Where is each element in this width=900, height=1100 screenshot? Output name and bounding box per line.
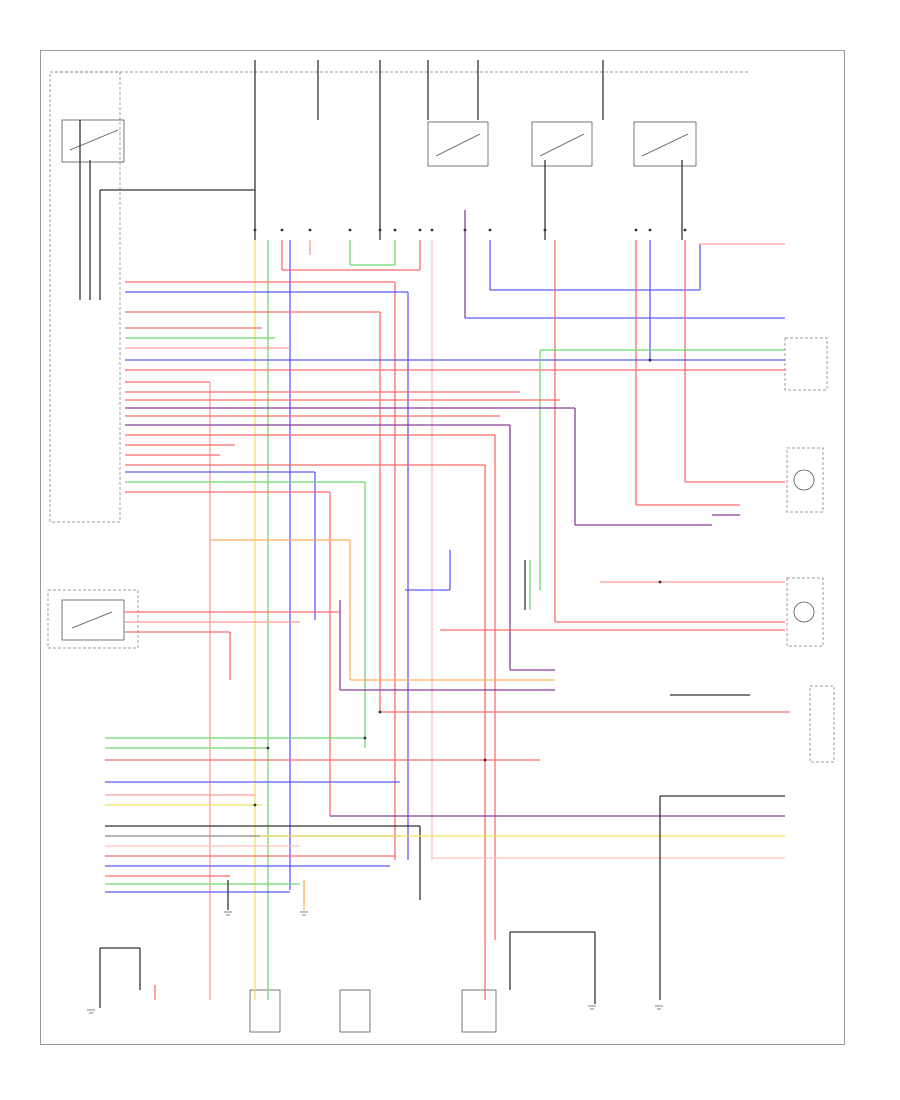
- headlight-symbols: [793, 469, 815, 623]
- parking-brake-switch: [249, 989, 281, 1033]
- right-headlight-box: [786, 447, 824, 513]
- ground-icon: [224, 911, 232, 916]
- relay-symbols: [61, 119, 697, 1033]
- connector-pins: [253, 228, 687, 807]
- wires: [79, 60, 790, 1008]
- combination-switch: [61, 599, 125, 641]
- brake-fluid-switch: [461, 989, 497, 1033]
- ground-icon: [588, 1005, 596, 1010]
- headlight-relay-1: [531, 121, 593, 167]
- drl-control-box: [784, 337, 828, 391]
- left-headlight-box: [786, 577, 824, 647]
- tail-light-relay: [61, 119, 125, 163]
- combination-switch-outline: [47, 589, 139, 649]
- switch-box-right: [809, 685, 835, 763]
- ground-icon: [655, 1005, 663, 1010]
- ground-icon: [87, 1009, 95, 1014]
- component-outlines: [47, 71, 835, 763]
- ground-symbols: [87, 911, 663, 1014]
- transmission-switch: [339, 989, 371, 1033]
- control-module-outline: [49, 71, 121, 523]
- diagram-frame: [40, 50, 845, 1045]
- dimmer-relay: [427, 121, 489, 167]
- headlight-relay-2: [633, 121, 697, 167]
- ground-icon: [300, 911, 308, 916]
- left-headlight-icon: [793, 601, 815, 623]
- right-headlight-icon: [793, 469, 815, 491]
